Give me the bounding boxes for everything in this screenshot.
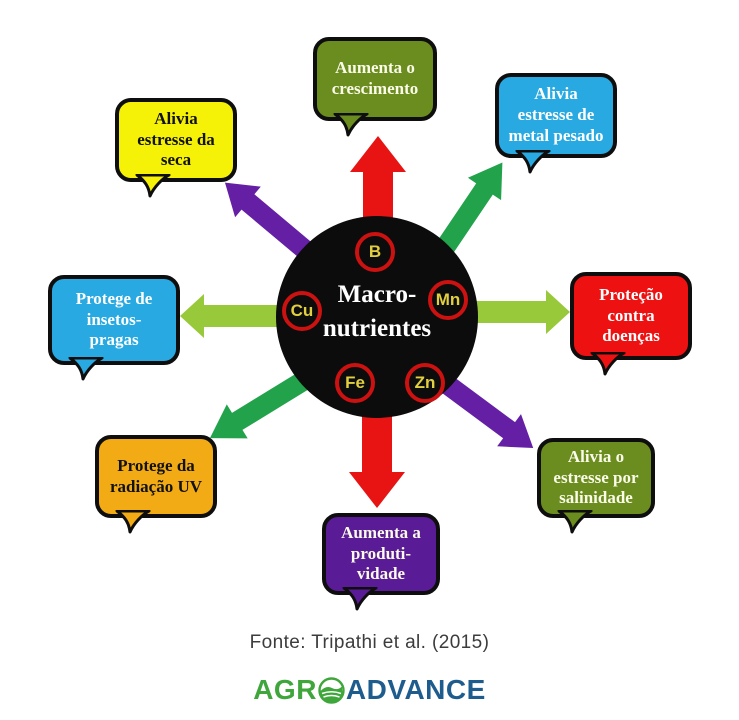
speech-tail bbox=[590, 352, 626, 376]
green-down-left-arrow bbox=[209, 369, 314, 439]
element-badge-b: B bbox=[355, 232, 395, 272]
lightgreen-left-arrow bbox=[180, 294, 282, 338]
speech-tail bbox=[342, 587, 378, 611]
element-badge-mn: Mn bbox=[428, 280, 468, 320]
speech-tail bbox=[68, 357, 104, 381]
bubble-alivia-estresse-de-metal-pesado: Alivia estresse de metal pesado bbox=[495, 73, 617, 174]
bubble-label: Proteção contra doenças bbox=[599, 284, 663, 346]
element-symbol: B bbox=[368, 242, 382, 261]
agroadvance-field-icon bbox=[318, 676, 345, 704]
source-citation: Fonte: Tripathi et al. (2015) bbox=[249, 632, 490, 653]
bubble-label: Protege de insetos- pragas bbox=[75, 288, 153, 350]
speech-tail bbox=[115, 510, 151, 534]
bubble-aumenta-a-produtividade: Aumenta a produti- vidade bbox=[322, 513, 440, 611]
lightgreen-right-arrow bbox=[472, 290, 570, 334]
purple-down-right-arrow bbox=[442, 376, 534, 449]
macronutrients-circle: Macro- nutrientes B Mn Cu Fe Zn bbox=[276, 216, 478, 418]
element-symbol: Fe bbox=[345, 373, 365, 392]
agroadvance-logo: AGR ADVANCE bbox=[0, 674, 739, 706]
bubble-alivia-estresse-da-seca: Alivia estresse da seca bbox=[115, 98, 237, 198]
green-up-right-arrow bbox=[433, 162, 503, 258]
element-badge-fe: Fe bbox=[335, 363, 375, 403]
speech-tail bbox=[333, 113, 369, 137]
bubble-label: Aumenta o crescimento bbox=[331, 58, 419, 98]
bubble-label: Alivia estresse de metal pesado bbox=[508, 84, 604, 145]
logo-text-advance: ADVANCE bbox=[345, 674, 486, 705]
bubble-aumenta-o-crescimento: Aumenta o crescimento bbox=[313, 37, 437, 137]
bubble-protege-de-insetos-pragas: Protege de insetos- pragas bbox=[48, 275, 180, 381]
speech-tail bbox=[135, 174, 171, 198]
red-down-arrow bbox=[349, 402, 405, 508]
element-badge-cu: Cu bbox=[282, 291, 322, 331]
purple-up-left-arrow bbox=[224, 182, 317, 262]
red-up-arrow bbox=[350, 136, 406, 224]
element-symbol: Zn bbox=[414, 373, 436, 392]
center-title: Macro- nutrientes bbox=[322, 281, 432, 342]
bubble-alivia-o-estresse-por-salinidade: Alivia o estresse por salinidade bbox=[537, 438, 655, 534]
speech-tail bbox=[557, 510, 593, 534]
speech-tail bbox=[515, 150, 551, 174]
bubble-label: Protege da radiação UV bbox=[109, 455, 203, 496]
element-symbol: Mn bbox=[435, 290, 461, 309]
bubble-protege-da-radiacao-uv: Protege da radiação UV bbox=[95, 435, 217, 534]
bubble-label: Alivia estresse da seca bbox=[137, 108, 215, 170]
bubble-label: Aumenta a produti- vidade bbox=[341, 522, 421, 584]
logo-text-agro: AGR bbox=[253, 674, 317, 705]
bubble-label: Alivia o estresse por salinidade bbox=[553, 446, 639, 508]
element-badge-zn: Zn bbox=[405, 363, 445, 403]
bubble-protecao-contra-doencas: Proteção contra doenças bbox=[570, 272, 692, 376]
element-symbol: Cu bbox=[290, 301, 314, 320]
